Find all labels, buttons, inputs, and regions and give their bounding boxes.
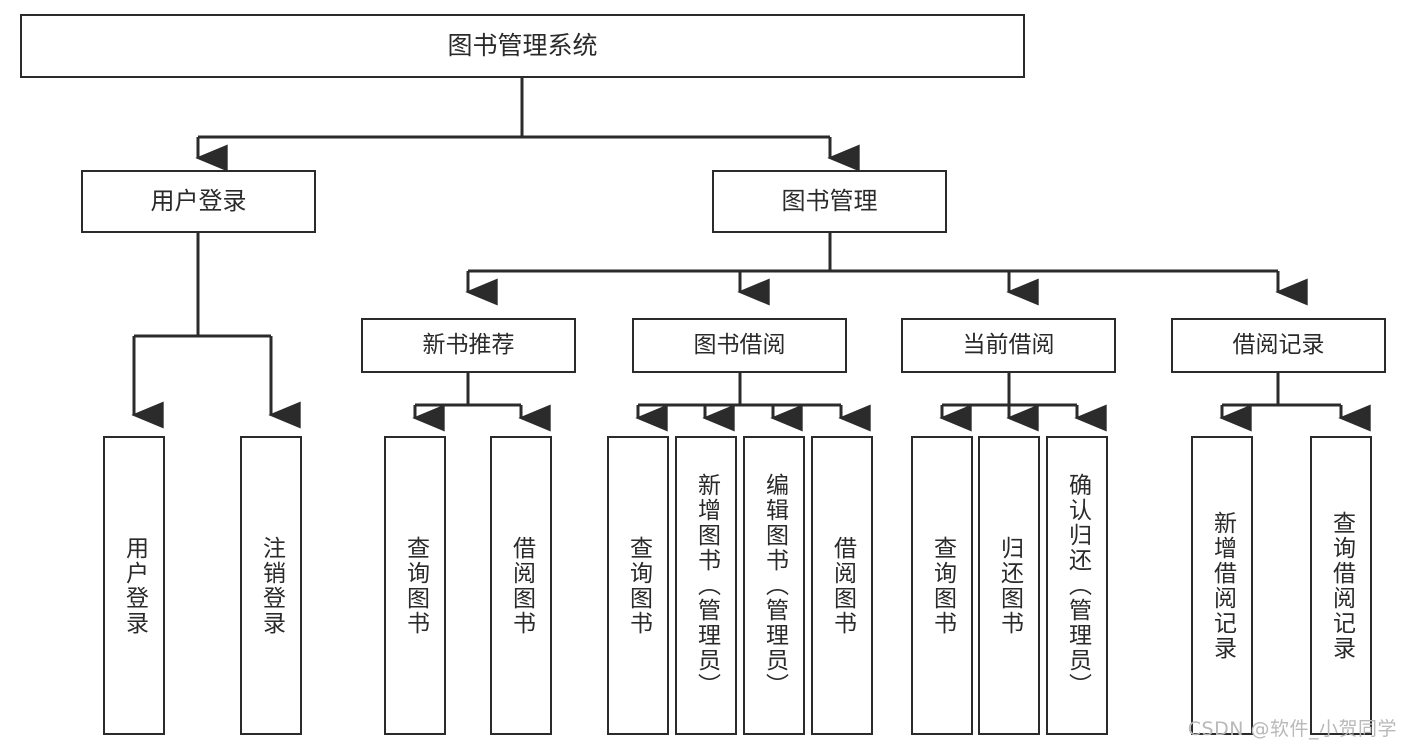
node-root[interactable]: 图书管理系统 — [20, 14, 1025, 78]
node-book-management-label: 图书管理 — [781, 186, 878, 215]
node-leaf-query-record-label: 查询借阅记录 — [1328, 510, 1355, 661]
node-leaf-query-book-1-label: 查询图书 — [402, 535, 429, 636]
node-leaf-return-book[interactable]: 归还图书 — [978, 436, 1040, 735]
node-leaf-add-book[interactable]: 新增图书（管理员） — [675, 436, 737, 735]
node-book-borrow-label: 图书借阅 — [693, 332, 786, 359]
node-book-borrow[interactable]: 图书借阅 — [632, 318, 847, 373]
node-leaf-borrow-book-2-label: 借阅图书 — [829, 535, 856, 636]
node-user-login-label: 用户登录 — [150, 186, 247, 215]
node-borrow-record[interactable]: 借阅记录 — [1171, 318, 1386, 373]
node-leaf-logout[interactable]: 注销登录 — [240, 436, 302, 735]
watermark-text: CSDN @软件_小贺同学 — [1187, 718, 1397, 740]
node-leaf-add-record[interactable]: 新增借阅记录 — [1191, 436, 1253, 735]
node-leaf-borrow-book-1[interactable]: 借阅图书 — [490, 436, 552, 735]
node-leaf-user-login-label: 用户登录 — [121, 535, 148, 636]
node-borrow-record-label: 借阅记录 — [1232, 332, 1325, 359]
node-leaf-logout-label: 注销登录 — [258, 535, 285, 636]
node-leaf-edit-book[interactable]: 编辑图书（管理员） — [743, 436, 805, 735]
node-root-label: 图书管理系统 — [447, 30, 598, 60]
node-new-book-recommend[interactable]: 新书推荐 — [361, 318, 576, 373]
node-leaf-query-record[interactable]: 查询借阅记录 — [1310, 436, 1372, 735]
node-leaf-query-book-3-label: 查询图书 — [929, 535, 956, 636]
node-leaf-user-login[interactable]: 用户登录 — [103, 436, 165, 735]
node-leaf-borrow-book-2[interactable]: 借阅图书 — [811, 436, 873, 735]
node-leaf-return-book-label: 归还图书 — [996, 535, 1023, 636]
node-leaf-query-book-2[interactable]: 查询图书 — [607, 436, 669, 735]
node-leaf-edit-book-label: 编辑图书（管理员） — [761, 473, 788, 698]
node-leaf-confirm-return-label: 确认归还（管理员） — [1064, 473, 1091, 698]
node-leaf-add-record-label: 新增借阅记录 — [1209, 510, 1236, 661]
node-current-borrow[interactable]: 当前借阅 — [901, 318, 1116, 373]
node-current-borrow-label: 当前借阅 — [962, 332, 1055, 359]
node-leaf-query-book-2-label: 查询图书 — [625, 535, 652, 636]
node-leaf-borrow-book-1-label: 借阅图书 — [508, 535, 535, 636]
node-leaf-add-book-label: 新增图书（管理员） — [693, 473, 720, 698]
node-new-book-recommend-label: 新书推荐 — [422, 332, 515, 359]
node-leaf-query-book-3[interactable]: 查询图书 — [911, 436, 973, 735]
node-leaf-confirm-return[interactable]: 确认归还（管理员） — [1046, 436, 1108, 735]
node-leaf-query-book-1[interactable]: 查询图书 — [384, 436, 446, 735]
node-user-login[interactable]: 用户登录 — [81, 170, 316, 233]
node-book-management[interactable]: 图书管理 — [712, 170, 947, 233]
